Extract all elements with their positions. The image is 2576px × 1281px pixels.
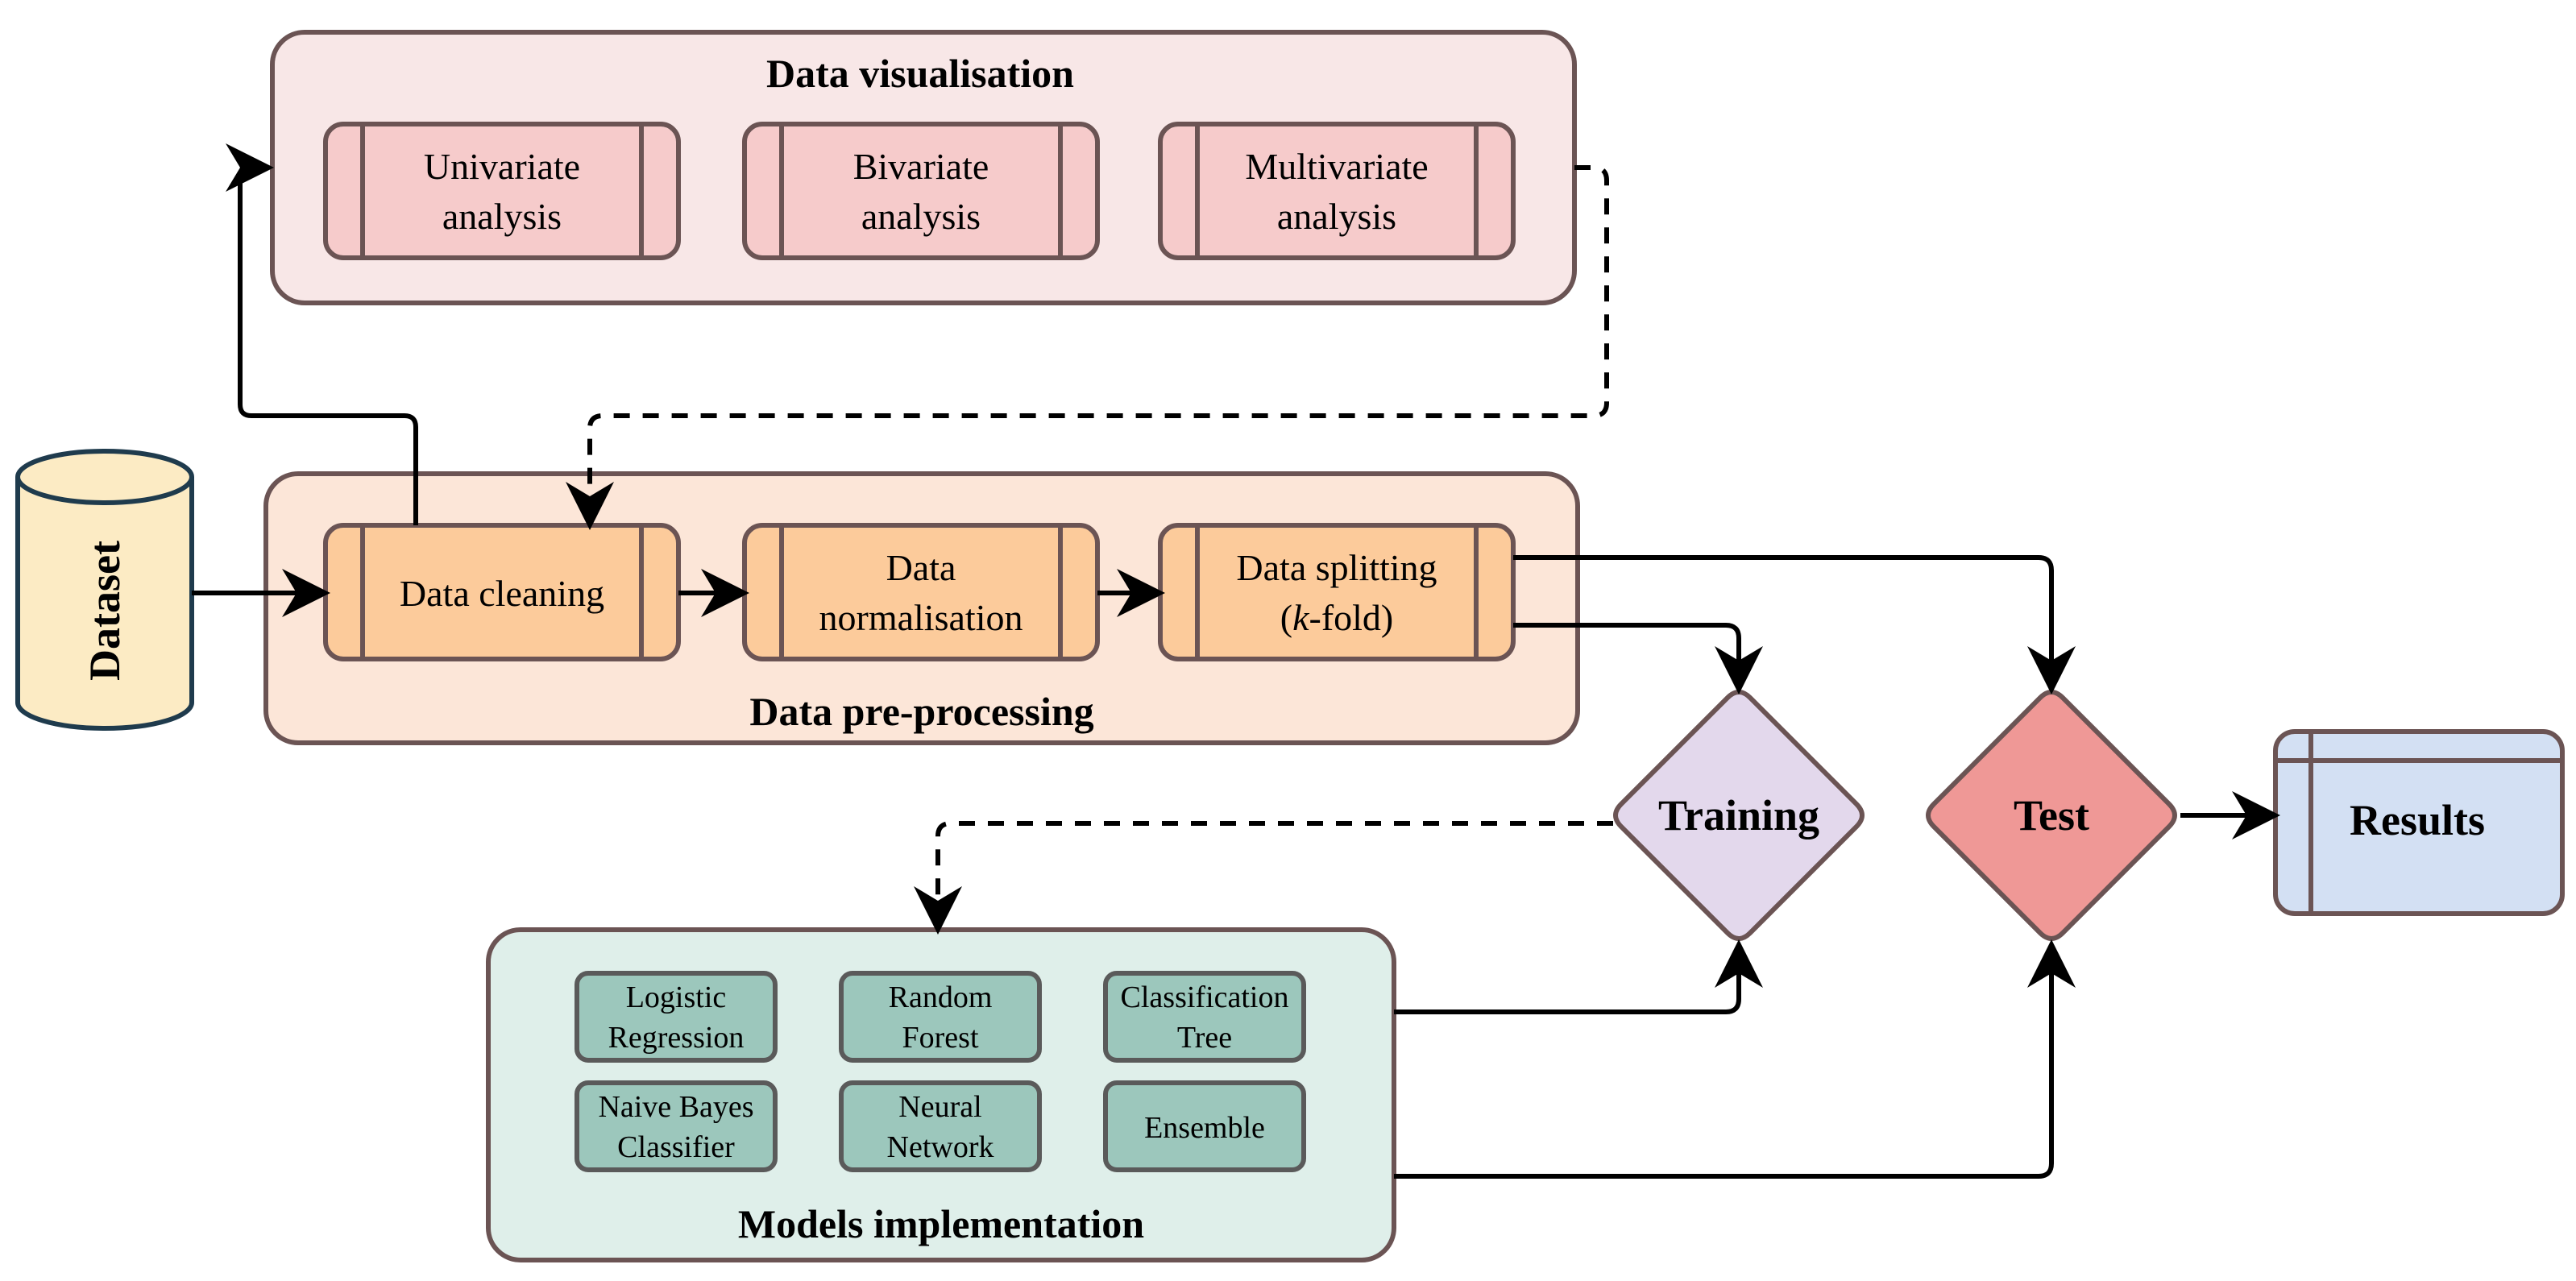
data-splitting-box: Data splitting (k-fold) — [1158, 523, 1516, 661]
arrow-splitting-to-test — [1513, 555, 2076, 694]
model-random-forest: Random Forest — [839, 971, 1042, 1063]
multivariate-label-line1: Multivariate — [1245, 146, 1428, 187]
data-preprocessing-title: Data pre-processing — [749, 689, 1093, 734]
data-splitting-label-line1: Data splitting — [1236, 547, 1437, 588]
arrow-splitting-to-training — [1513, 623, 1763, 694]
model-label-line1: Ensemble — [1144, 1111, 1265, 1145]
model-label-line2: Regression — [608, 1021, 745, 1055]
model-label-line2: Network — [887, 1130, 994, 1164]
univariate-label-line1: Univariate — [424, 146, 580, 187]
model-label-line1: Naive Bayes — [598, 1090, 753, 1124]
results-label: Results — [2350, 796, 2485, 844]
models-implementation-title: Models implementation — [738, 1201, 1144, 1246]
data-normalisation-label-line2: normalisation — [819, 597, 1023, 638]
results-box: Results — [2273, 729, 2565, 916]
multivariate-analysis-box: Multivariate analysis — [1158, 122, 1516, 260]
model-neural-network: Neural Network — [839, 1080, 1042, 1172]
univariate-analysis-box: Univariate analysis — [323, 122, 681, 260]
dataset-label: Dataset — [81, 541, 129, 681]
arrow-models-to-test — [1394, 939, 2076, 1179]
test-diamond: Test — [1926, 690, 2177, 941]
data-cleaning-label: Data cleaning — [400, 573, 604, 614]
arrow-cleaning-to-visualisation — [226, 143, 418, 525]
data-normalisation-label-line1: Data — [886, 547, 956, 588]
data-normalisation-box: Data normalisation — [742, 523, 1100, 661]
univariate-label-line2: analysis — [442, 196, 562, 237]
data-visualisation-panel: Data visualisation Univariate analysis B… — [270, 30, 1577, 305]
dataset-cylinder: Dataset — [15, 449, 194, 731]
data-cleaning-box: Data cleaning — [323, 523, 681, 661]
training-diamond: Training — [1613, 690, 1865, 941]
training-label: Training — [1658, 791, 1819, 839]
models-implementation-panel: Models implementation Logistic Regressio… — [486, 927, 1396, 1262]
multivariate-label-line2: analysis — [1277, 196, 1396, 237]
data-splitting-label-line2: (k-fold) — [1280, 597, 1394, 638]
connectors — [192, 143, 2280, 1179]
model-label-line1: Neural — [898, 1090, 981, 1124]
model-label-line1: Logistic — [626, 980, 727, 1014]
dashed-arrow-training-to-models — [914, 821, 1613, 935]
bivariate-label-line1: Bivariate — [853, 146, 989, 187]
model-label-line1: Random — [889, 980, 993, 1014]
bivariate-analysis-box: Bivariate analysis — [742, 122, 1100, 260]
model-label-line2: Forest — [902, 1021, 979, 1055]
dashed-arrow-visualisation-to-cleaning — [566, 165, 1609, 530]
data-visualisation-title: Data visualisation — [766, 51, 1074, 96]
data-preprocessing-panel: Data pre-processing Data cleaning Data n… — [263, 471, 1580, 745]
model-label-line1: Classification — [1121, 980, 1289, 1014]
arrow-models-to-training — [1394, 939, 1763, 1014]
model-label-line2: Tree — [1177, 1021, 1232, 1055]
test-label: Test — [2014, 791, 2089, 839]
model-logistic-regression: Logistic Regression — [575, 971, 778, 1063]
model-ensemble: Ensemble — [1103, 1080, 1306, 1172]
bivariate-label-line2: analysis — [861, 196, 981, 237]
model-classification-tree: Classification Tree — [1103, 971, 1306, 1063]
model-label-line2: Classifier — [617, 1130, 735, 1164]
model-naive-bayes-classifier: Naive Bayes Classifier — [575, 1080, 778, 1172]
